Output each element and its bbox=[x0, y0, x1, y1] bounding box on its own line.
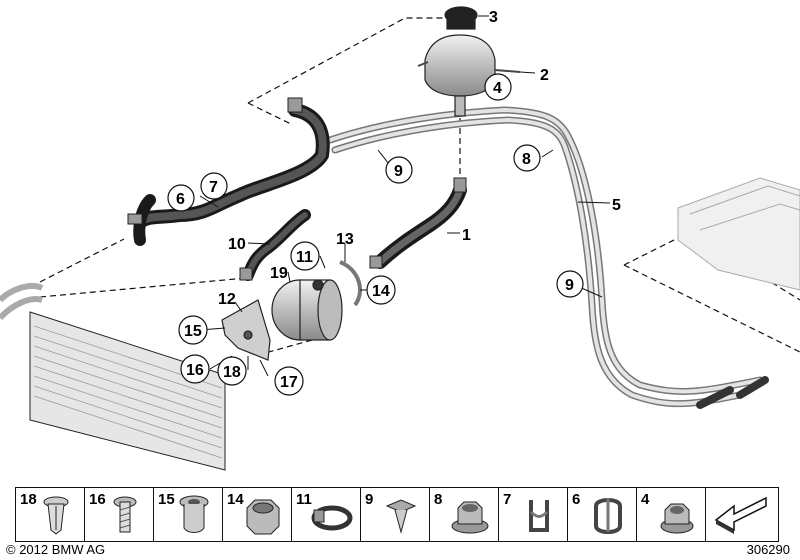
coolant-pipe-5 bbox=[326, 106, 769, 409]
callout-17: 17 bbox=[274, 366, 304, 396]
flange-nut-icon bbox=[451, 501, 489, 534]
callout-19: 19 bbox=[270, 265, 288, 282]
legend-item-6: 6 bbox=[567, 487, 637, 542]
svg-text:6: 6 bbox=[176, 191, 185, 208]
callout-3: 3 bbox=[489, 9, 498, 26]
callout-2: 2 bbox=[540, 67, 549, 84]
expanding-rivet-icon bbox=[43, 496, 69, 535]
hose-clamp-icon bbox=[311, 505, 353, 531]
svg-text:17: 17 bbox=[280, 374, 298, 391]
callout-5: 5 bbox=[612, 197, 621, 214]
callout-8: 8 bbox=[513, 144, 541, 172]
copyright-text: © 2012 BMW AG bbox=[6, 542, 106, 557]
svg-text:16: 16 bbox=[186, 362, 204, 379]
reference-lines bbox=[39, 17, 800, 356]
electronics-unit bbox=[677, 177, 800, 291]
electric-coolant-pump bbox=[271, 279, 343, 341]
svg-text:8: 8 bbox=[522, 151, 531, 168]
legend-item-16: 16 bbox=[84, 487, 154, 542]
svg-text:18: 18 bbox=[223, 364, 241, 381]
hex-nut-icon bbox=[246, 499, 280, 535]
callout-6: 6 bbox=[167, 184, 195, 212]
legend-number: 11 bbox=[296, 491, 312, 508]
radiator bbox=[0, 282, 226, 471]
coolant-hose-1 bbox=[373, 183, 467, 269]
callout-labels: 1 2 3 4 5 6 7 8 9 9 10 11 12 13 14 15 16… bbox=[167, 9, 621, 396]
svg-text:11: 11 bbox=[296, 249, 313, 266]
svg-text:7: 7 bbox=[209, 179, 218, 196]
svg-text:9: 9 bbox=[394, 163, 403, 180]
legend-item-4: 4 bbox=[636, 487, 706, 542]
coolant-hose-10 bbox=[242, 209, 311, 281]
coolant-circuit-diagram: 1 2 3 4 5 6 7 8 9 9 10 11 12 13 14 15 16… bbox=[0, 6, 800, 471]
legend-item-14: 14 bbox=[222, 487, 292, 542]
legend-direction-arrow bbox=[705, 487, 779, 542]
callout-18: 18 bbox=[217, 356, 247, 386]
grommet-icon bbox=[179, 495, 209, 533]
legend-number: 8 bbox=[434, 491, 443, 508]
callout-15: 15 bbox=[178, 315, 208, 345]
legend-item-18: 18 bbox=[15, 487, 85, 542]
collar-nut-icon bbox=[660, 503, 694, 534]
push-clip-icon bbox=[385, 499, 417, 534]
legend-number: 4 bbox=[641, 491, 650, 508]
pipe-clip-icon bbox=[594, 498, 622, 534]
svg-text:14: 14 bbox=[372, 283, 390, 300]
screw-icon bbox=[113, 496, 137, 533]
expansion-tank bbox=[417, 6, 521, 117]
callout-14: 14 bbox=[366, 275, 396, 305]
callout-9-lower: 9 bbox=[556, 270, 584, 298]
connectors bbox=[127, 97, 467, 281]
clamp-ring bbox=[339, 260, 362, 307]
legend-item-8: 8 bbox=[429, 487, 499, 542]
legend-item-15: 15 bbox=[153, 487, 223, 542]
legend-number: 6 bbox=[572, 491, 581, 508]
legend-item-11: 11 bbox=[291, 487, 361, 542]
legend-number: 16 bbox=[89, 491, 106, 508]
callout-10: 10 bbox=[228, 236, 246, 253]
legend-item-7: 7 bbox=[498, 487, 568, 542]
legend-number: 7 bbox=[503, 491, 512, 508]
callout-1: 1 bbox=[462, 227, 471, 244]
diagram-number: 306290 bbox=[746, 542, 790, 557]
fastener-legend: 18 16 15 14 11 bbox=[15, 487, 800, 542]
callout-4: 4 bbox=[484, 73, 512, 101]
callout-13: 13 bbox=[336, 231, 354, 248]
callout-11: 11 bbox=[290, 241, 320, 271]
callout-9-upper: 9 bbox=[385, 156, 413, 184]
svg-text:15: 15 bbox=[184, 323, 202, 340]
legend-number: 15 bbox=[158, 491, 175, 508]
legend-item-9: 9 bbox=[360, 487, 430, 542]
svg-text:4: 4 bbox=[493, 80, 502, 97]
callout-12: 12 bbox=[218, 291, 236, 308]
callout-7: 7 bbox=[200, 172, 228, 200]
svg-text:9: 9 bbox=[565, 277, 574, 294]
legend-number: 14 bbox=[227, 491, 244, 508]
legend-number: 18 bbox=[20, 491, 37, 508]
direction-arrow-icon bbox=[714, 496, 767, 534]
spring-clip-icon bbox=[529, 500, 549, 532]
pump-bracket bbox=[221, 299, 271, 361]
callout-16: 16 bbox=[180, 354, 210, 384]
legend-number: 9 bbox=[365, 491, 374, 508]
